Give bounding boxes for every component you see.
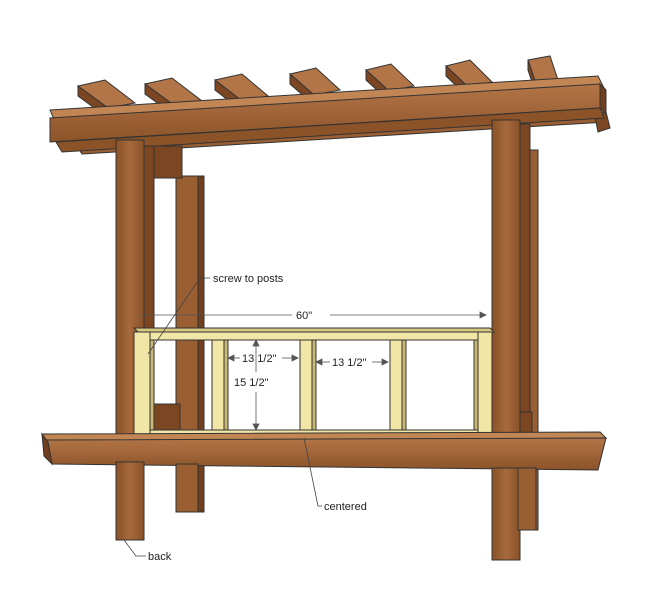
labels: screw to posts 60" 13 1/2" 13 1/2" 15 1/…	[148, 273, 367, 563]
front-top-beam	[49, 75, 607, 153]
centered-leader	[303, 437, 322, 507]
lower-beam	[41, 431, 608, 471]
baluster-side	[311, 339, 317, 431]
front-right-leg	[491, 467, 521, 561]
screw-leader	[147, 277, 210, 355]
front-beam-lower	[55, 107, 605, 153]
frame-top-rail	[133, 331, 491, 341]
centered-label: centered	[324, 501, 367, 513]
frame-left-end-side	[149, 339, 155, 431]
baluster	[211, 339, 225, 431]
leader-lines	[123, 277, 322, 557]
front-left-leg	[115, 461, 145, 541]
frame-top-rail-top	[132, 327, 496, 333]
frame-left-end	[133, 331, 151, 441]
overall-width-label: 60"	[296, 310, 312, 322]
arrow-head	[315, 358, 323, 366]
arrow-head	[291, 354, 299, 362]
frame-right-end-side	[473, 339, 479, 431]
back-left-post-side	[197, 175, 205, 513]
back-right-leg	[517, 467, 537, 531]
post-legs	[115, 461, 537, 561]
frame-right-end	[477, 331, 493, 441]
arrow-head	[252, 423, 260, 431]
arrow-head	[252, 339, 260, 347]
spacing-mid-label: 13 1/2"	[332, 357, 367, 369]
arrow-head	[381, 358, 389, 366]
lower-beam-end	[41, 432, 53, 466]
baluster	[389, 339, 403, 431]
back-left-leg	[175, 463, 199, 513]
height-label: 15 1/2"	[234, 377, 269, 389]
baluster-side	[223, 339, 229, 431]
arrow-head	[479, 311, 487, 319]
baluster	[299, 339, 313, 431]
back-label: back	[148, 551, 172, 563]
post-block-left	[153, 403, 181, 431]
screw-to-posts-label: screw to posts	[213, 273, 284, 285]
baluster-side	[401, 339, 407, 431]
back-leader	[123, 539, 146, 557]
spacing-left-label: 13 1/2"	[242, 353, 277, 365]
arrow-head	[227, 354, 235, 362]
front-right-post-side	[519, 123, 531, 425]
dimension-lines	[140, 311, 487, 431]
front-beam-end	[599, 82, 607, 116]
